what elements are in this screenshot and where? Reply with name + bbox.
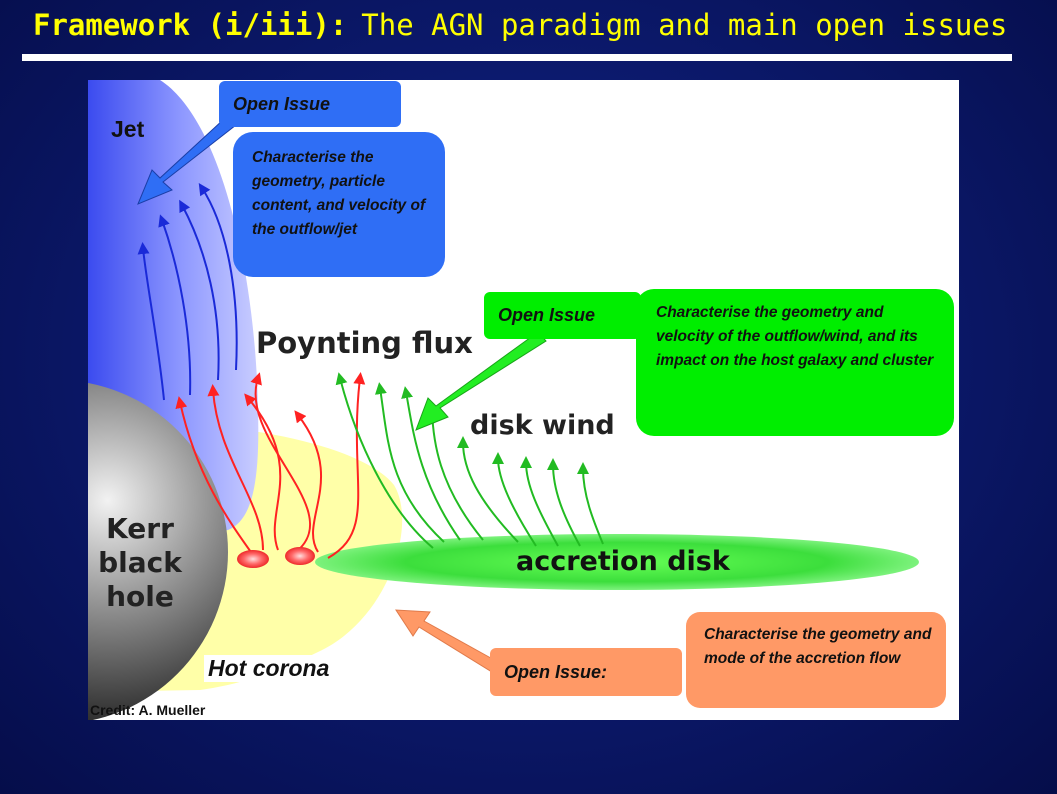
disk-wind-line [374,382,445,543]
jet-field-line [158,214,192,396]
accretion-open-issue-box: Characterise the geometry and mode of th… [686,612,946,708]
hot-corona-label: Hot corona [204,655,334,682]
jet-field-line [179,199,220,381]
disk-wind-label: disk wind [470,410,615,441]
jet-field-line [137,242,165,401]
poynting-flux-line [175,396,254,556]
disk-wind-line [401,386,461,541]
agn-diagram: Jet Poynting flux disk wind accretion di… [88,80,959,720]
jet-issue-arrow [137,107,246,205]
hotspot-blob [285,547,315,565]
kerr-label-line: hole [106,580,174,613]
disk-wind-line [547,458,581,547]
kerr-black-hole-label: Kerr black hole [94,512,186,614]
kerr-black-hole [88,383,228,720]
disk-wind-line [577,462,604,545]
credit-label: Credit: A. Mueller [90,702,206,718]
disk-wind-lines [335,372,604,549]
poynting-flux-line [207,384,264,551]
disk-wind-line [520,456,559,547]
jet-field-lines [137,182,238,401]
agn-diagram-art [88,80,919,720]
accretion-disk-label: accretion disk [516,546,730,577]
disk-wind-line [335,372,434,549]
jet-label: Jet [111,116,145,142]
kerr-label-line: Kerr [106,512,174,545]
poynting-flux-label: Poynting flux [256,326,473,360]
poynting-flux-lines [175,372,366,559]
hotspot-blob [237,550,269,568]
wind-open-issue-box: Characterise the geometry and velocity o… [636,289,954,436]
accretion-disk-shape [315,534,919,590]
slide-title: Framework (i/iii): The AGN paradigm and m… [33,8,1007,42]
poynting-flux-line [250,372,311,553]
jet-field-line [198,182,238,371]
accretion-issue-arrow [395,609,499,673]
disk-wind-line [457,436,519,543]
slide-title-text: The AGN paradigm and main open issues [361,8,1008,42]
jet-open-issue-tag: Open Issue [219,81,401,127]
jet-open-issue-box: Characterise the geometry, particle cont… [233,132,445,277]
poynting-flux-line [294,410,323,553]
wind-open-issue-tag: Open Issue [484,292,641,339]
wind-issue-arrow [415,331,547,431]
slide-title-prefix: Framework (i/iii): [33,8,348,42]
disk-wind-line [492,452,537,547]
title-underline [22,54,1012,61]
kerr-label-line: black [98,546,182,579]
poynting-flux-line [327,372,366,559]
poynting-flux-line [244,393,282,551]
accretion-open-issue-tag: Open Issue: [490,648,682,696]
